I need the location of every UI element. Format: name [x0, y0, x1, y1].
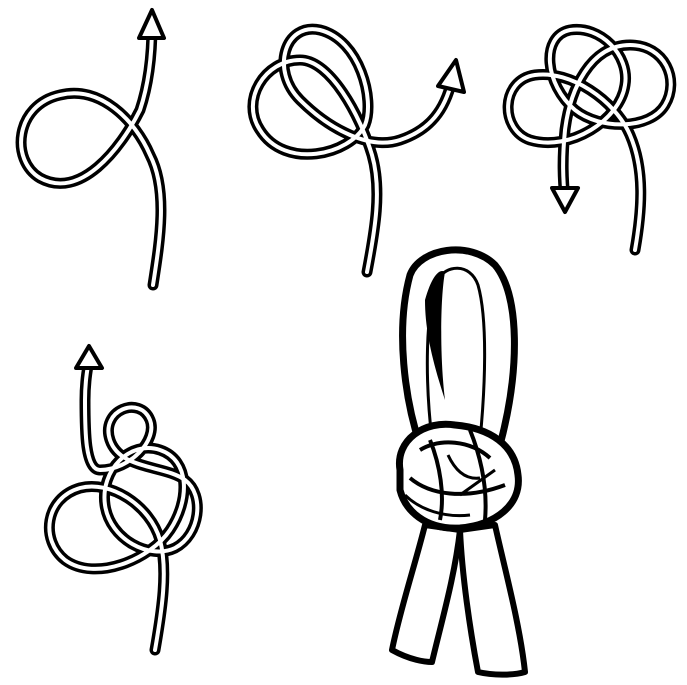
step-2-second-loop	[253, 29, 464, 272]
strap-tail-right	[460, 525, 525, 675]
arrow-right-icon	[438, 60, 464, 92]
arrow-up-icon	[139, 10, 164, 38]
knot-body	[399, 424, 518, 528]
step-3-third-loop	[508, 29, 671, 250]
step-5-finished-knot	[392, 250, 525, 675]
arrow-up-icon	[76, 346, 102, 368]
strap-tail-left	[392, 525, 460, 662]
step-4-loose-knot	[49, 346, 197, 650]
step-1-initial-loop	[21, 10, 164, 285]
arrow-down-icon	[552, 188, 578, 212]
